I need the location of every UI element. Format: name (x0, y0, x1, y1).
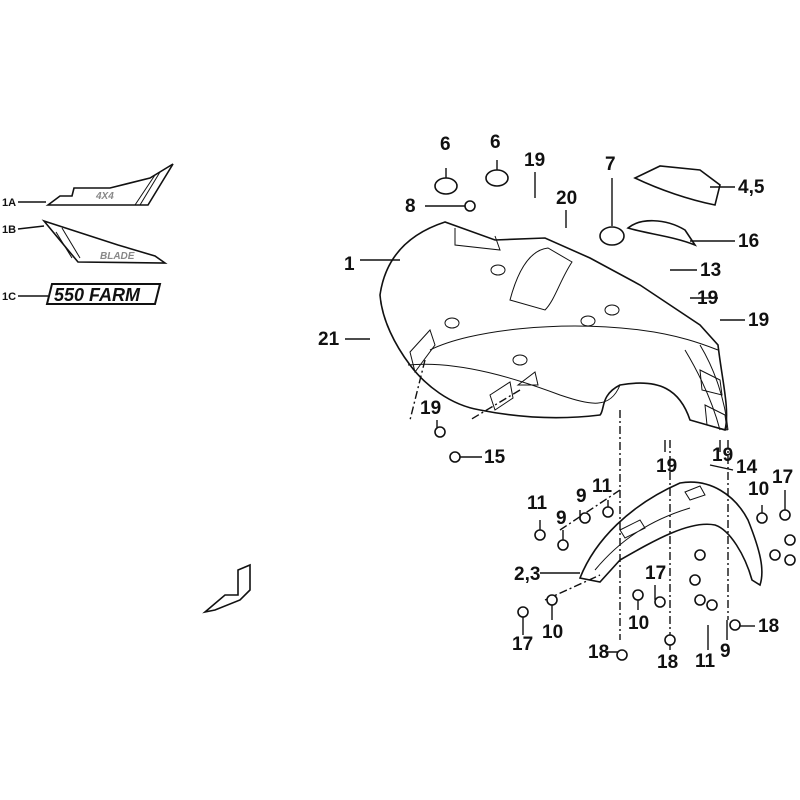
fastener (517, 606, 529, 618)
decal-1b-text: BLADE (100, 251, 135, 262)
callout-19: 19 (524, 150, 545, 171)
callout-20: 20 (556, 188, 577, 209)
callout-15: 15 (484, 447, 506, 468)
callout-19: 19 (656, 456, 677, 477)
fastener (729, 619, 741, 631)
fastener (534, 529, 546, 541)
fastener (694, 594, 706, 606)
plug-6a (434, 177, 458, 195)
leader-line (709, 464, 734, 471)
decal-1c-text: 550 FARM (54, 285, 141, 305)
callout-16: 16 (738, 231, 759, 252)
fastener (464, 200, 476, 212)
callout-6: 6 (440, 134, 451, 155)
fastener (694, 549, 706, 561)
fastener (557, 539, 569, 551)
callout-1a: 1A (2, 197, 16, 209)
cover-4-5 (633, 165, 721, 206)
decal-1a: 1A 4X4 (2, 163, 174, 209)
plug-7 (599, 226, 625, 246)
callout-1b: 1B (2, 224, 16, 236)
callout-13: 13 (700, 260, 721, 281)
callout-11: 11 (592, 476, 613, 497)
callout-11: 11 (695, 651, 716, 672)
callout-4-5: 4,5 (738, 177, 765, 198)
fastener (616, 649, 628, 661)
callout-19: 19 (420, 398, 441, 419)
plug-6b (485, 169, 509, 187)
callout-2-3: 2,3 (514, 564, 540, 585)
assembly-line (559, 489, 621, 531)
assembly-line (469, 389, 521, 421)
callout-10: 10 (748, 479, 769, 500)
callout-8: 8 (405, 196, 416, 217)
assembly-line (409, 359, 426, 421)
fastener (602, 506, 614, 518)
fastener (654, 596, 666, 608)
callout-18: 18 (588, 642, 609, 663)
callout-19: 19 (697, 288, 718, 309)
fastener (706, 599, 718, 611)
callout-19: 19 (712, 445, 733, 466)
callout-10: 10 (628, 613, 649, 634)
callout-1c: 1C (2, 291, 16, 303)
fastener (779, 509, 791, 521)
seal-16 (626, 219, 698, 247)
decal-1c: 1C 550 FARM (2, 283, 162, 305)
callout-21: 21 (318, 329, 340, 350)
callout-9: 9 (556, 508, 567, 529)
callout-7: 7 (605, 154, 616, 175)
callout-14: 14 (736, 457, 758, 478)
fastener (546, 594, 558, 606)
callout-6: 6 (490, 132, 501, 153)
callout-17: 17 (645, 563, 666, 584)
fastener (449, 451, 461, 463)
fastener (784, 554, 796, 566)
callout-17: 17 (772, 467, 793, 488)
inner-fender (578, 481, 763, 587)
front-fender (379, 221, 729, 431)
fastener (579, 512, 591, 524)
fastener (632, 589, 644, 601)
callout-10: 10 (542, 622, 563, 643)
callout-9: 9 (720, 641, 731, 662)
callout-1: 1 (344, 254, 355, 275)
callout-9: 9 (576, 486, 587, 507)
fastener (756, 512, 768, 524)
decal-1a-text: 4X4 (95, 191, 114, 202)
f-marker (202, 563, 251, 614)
fastener (664, 634, 676, 646)
assembly-line (544, 574, 601, 601)
callout-19: 19 (748, 310, 769, 331)
fastener (689, 574, 701, 586)
callout-17: 17 (512, 634, 533, 655)
callout-18: 18 (758, 616, 779, 637)
fastener (434, 426, 446, 438)
callout-11: 11 (527, 493, 548, 514)
callout-18: 18 (657, 652, 678, 673)
fastener (769, 549, 781, 561)
decal-1b: 1B BLADE (2, 219, 168, 264)
fastener (784, 534, 796, 546)
